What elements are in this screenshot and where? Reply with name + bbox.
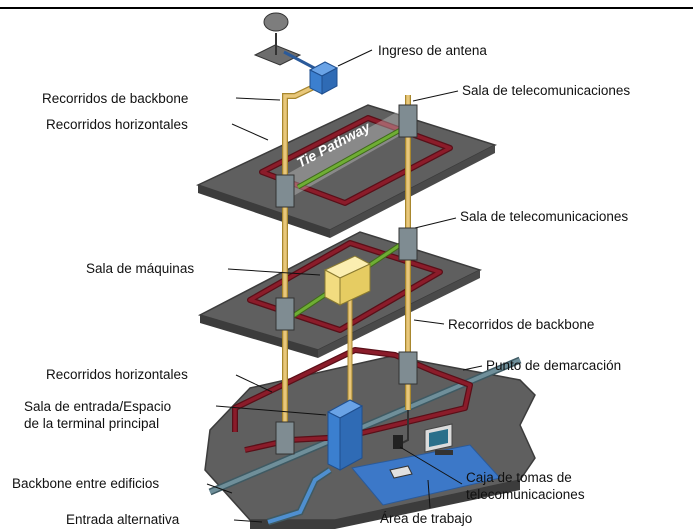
label-work-area: Área de trabajo [380, 511, 472, 526]
horizontal-pathway-middle [247, 240, 443, 333]
floor-top [196, 104, 497, 238]
label-backbone-pathways-top: Recorridos de backbone [42, 91, 188, 106]
label-outlet-box-line2: telecomunicaciones [466, 487, 585, 502]
telecom-closet-ground-left [275, 421, 295, 455]
computer-screen [429, 429, 448, 447]
alternate-entrance-conduit [266, 467, 332, 526]
label-demarcation-point: Punto de demarcación [486, 358, 621, 373]
floor-slab-top-edge-left [198, 185, 330, 238]
entrance-room-box [326, 399, 364, 471]
satellite-dish-icon [263, 12, 289, 32]
label-telecom-room-top: Sala de telecomunicaciones [462, 83, 630, 98]
telephone [389, 465, 413, 479]
label-entrance-room-line2: de la terminal principal [24, 416, 159, 431]
horizontal-pathway-top [259, 115, 453, 206]
telecom-closet-middle-left [275, 297, 295, 331]
antenna [253, 12, 339, 95]
telecom-closet-ground-right [398, 351, 418, 385]
floor-slab-top-edge-right [330, 145, 495, 238]
label-equipment-room: Sala de máquinas [86, 261, 194, 276]
label-horizontal-pathways-top: Recorridos horizontales [46, 117, 188, 132]
floor-slab-ground-edge [250, 480, 520, 529]
label-entrance-room-line1: Sala de entrada/Espacio [24, 399, 171, 414]
floor-ground [204, 355, 536, 529]
label-interbuilding-backbone: Backbone entre edificios [12, 476, 159, 491]
telecom-closet-top-right [398, 104, 418, 138]
telecom-closet-middle-right [398, 227, 418, 261]
floor-slab-top [196, 104, 497, 231]
keyboard [435, 450, 453, 455]
telecom-closet-top-left [275, 174, 295, 208]
tie-pathway-top [279, 110, 411, 198]
label-outlet-box-line1: Caja de tomas de [466, 470, 572, 485]
label-alternate-entrance: Entrada alternativa [66, 512, 180, 527]
equipment-room-box [323, 255, 372, 306]
telecom-closets [275, 104, 418, 455]
leader-lines [206, 49, 483, 523]
antenna-base [253, 44, 302, 66]
label-antenna-entrance: Ingreso de antena [378, 43, 487, 58]
label-backbone-pathways-right: Recorridos de backbone [448, 317, 594, 332]
telecom-outlet-box [393, 435, 403, 449]
floor-slab-middle-edge-right [318, 270, 480, 358]
horizontal-pathway-ground [232, 347, 473, 453]
work-area-equipment [389, 423, 453, 479]
work-area-mat [351, 444, 501, 506]
floor-slab-middle-edge-left [200, 315, 318, 358]
label-horizontal-pathways-bottom: Recorridos horizontales [46, 367, 188, 382]
label-telecom-room-middle: Sala de telecomunicaciones [460, 209, 628, 224]
